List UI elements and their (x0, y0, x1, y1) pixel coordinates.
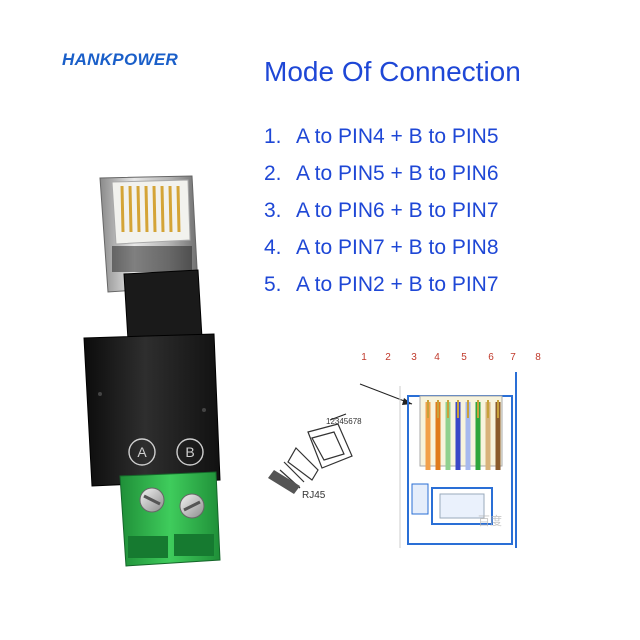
mode-number: 1. (264, 125, 282, 148)
page-title: Mode Of Connection (264, 56, 521, 87)
pin-number: 2 (385, 352, 391, 363)
mode-number: 2. (264, 162, 282, 185)
rj45-small-drawing (279, 413, 353, 489)
mode-text: A to PIN5 + B to PIN6 (296, 162, 499, 185)
brand-logo: HANKPOWER (62, 50, 179, 69)
mode-item: 4. A to PIN7 + B to PIN8 (264, 229, 499, 266)
mode-text: A to PIN4 + B to PIN5 (296, 125, 499, 148)
mode-number: 5. (264, 273, 282, 296)
terminal-b-marker (176, 438, 204, 466)
pin-number: 6 (488, 352, 494, 363)
mode-text: A to PIN7 + B to PIN8 (296, 236, 499, 259)
rj45-cable (268, 470, 300, 494)
pin-number: 8 (535, 352, 541, 363)
mode-item: 1. A to PIN4 + B to PIN5 (264, 118, 499, 155)
mode-text: A to PIN6 + B to PIN7 (296, 199, 499, 222)
mode-number: 4. (264, 236, 282, 259)
mode-number: 3. (264, 199, 282, 222)
plug-contacts (120, 185, 181, 233)
pin-number: 5 (461, 352, 467, 363)
green-terminal-block (119, 471, 221, 567)
terminal-a-label: A (137, 444, 147, 460)
small-plug-label: RJ45 (302, 490, 326, 501)
rj45-plug (99, 175, 203, 341)
mode-item: 5. A to PIN2 + B to PIN7 (264, 266, 499, 303)
rj45-pinout-drawing (399, 372, 517, 548)
small-plug-pin-numbers: 12345678 (326, 417, 362, 426)
mode-text: A to PIN2 + B to PIN7 (296, 273, 499, 296)
mode-item: 2. A to PIN5 + B to PIN6 (264, 155, 499, 192)
connection-mode-list: 1. A to PIN4 + B to PIN5 2. A to PIN5 + B … (264, 118, 499, 303)
pin-number: 7 (510, 352, 516, 363)
pin-number: 1 (361, 352, 367, 363)
pin-number: 3 (411, 352, 417, 363)
pin-number: 4 (434, 352, 440, 363)
terminal-b-label: B (185, 444, 194, 460)
terminal-a-marker (128, 438, 156, 466)
watermark: 百度 (478, 514, 503, 528)
mode-item: 3. A to PIN6 + B to PIN7 (264, 192, 499, 229)
adapter-body: A B (83, 333, 221, 487)
